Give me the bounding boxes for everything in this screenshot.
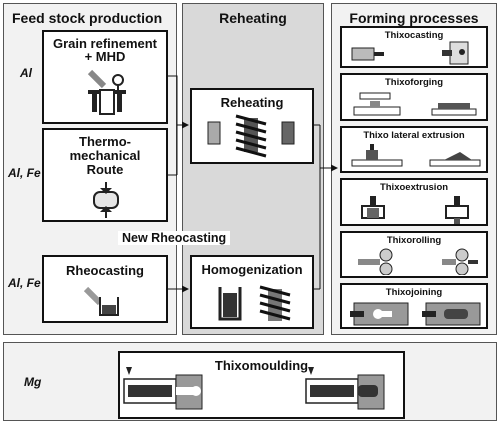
rheocasting-box: Rheocasting [42, 255, 168, 323]
thixocasting-box: Thixocasting [340, 26, 488, 68]
mhd-label: + MHD [84, 49, 126, 64]
thixo-lateral-extrusion-box: Thixo lateral extrusion [340, 126, 488, 173]
homogenization-box: Homogenization [190, 255, 314, 329]
material-label-al: Al [20, 66, 32, 80]
material-label-al-fe-2: Al, Fe [8, 276, 41, 290]
crucible-coil-icon [218, 285, 291, 321]
thixojoining-box: Thixojoining [340, 283, 488, 329]
thermomechanical-label-2: mechanical [69, 148, 141, 163]
thixomoulding-box: Thixomoulding [118, 351, 405, 419]
thixoforging-box: Thixoforging [340, 73, 488, 121]
induction-coil-icon [207, 114, 295, 158]
thixocasting-icon [351, 41, 469, 65]
reheating-title: Reheating [219, 10, 287, 26]
grain-refinement-label: Grain refinement [52, 36, 158, 51]
thixomoulding-label: Thixomoulding [214, 358, 309, 373]
pouring-ladle-icon [84, 286, 119, 316]
material-label-al-fe: Al, Fe [8, 166, 41, 180]
feed-stock-title: Feed stock production [12, 10, 163, 26]
homogenization-label: Homogenization [201, 262, 303, 277]
new-rheocasting-label: New Rheocasting [118, 231, 231, 245]
thixoextrusion-icon [361, 196, 469, 224]
thermomechanical-label-3: Route [86, 162, 124, 177]
reheating-box-label: Reheating [220, 95, 284, 110]
material-label-mg: Mg [24, 375, 42, 389]
forging-die-icon [93, 182, 119, 218]
grain-refinement-box: Grain refinement + MHD [42, 30, 168, 124]
thixojoining-label: Thixojoining [385, 287, 443, 298]
injection-moulding-icon [123, 367, 385, 410]
thixo-lateral-extrusion-label: Thixo lateral extrusion [363, 130, 465, 141]
thermomechanical-box: Thermo- mechanical Route [42, 128, 168, 222]
thixoextrusion-label: Thixoextrusion [379, 182, 449, 193]
thixorolling-icon [358, 248, 478, 275]
lateral-extrusion-icon [351, 144, 481, 167]
thixorolling-label: Thixorolling [386, 235, 442, 246]
reheating-box: Reheating [190, 88, 314, 164]
thixojoining-icon [350, 302, 481, 326]
thixoforging-icon [353, 92, 477, 116]
mhd-crucible-icon [87, 69, 126, 115]
thixocasting-label: Thixocasting [384, 30, 444, 41]
thixoforging-label: Thixoforging [384, 77, 444, 88]
thermomechanical-label-1: Thermo- [79, 134, 131, 149]
forming-title: Forming processes [349, 10, 479, 26]
thixorolling-box: Thixorolling [340, 231, 488, 278]
thixoextrusion-box: Thixoextrusion [340, 178, 488, 226]
rheocasting-label: Rheocasting [65, 263, 144, 278]
